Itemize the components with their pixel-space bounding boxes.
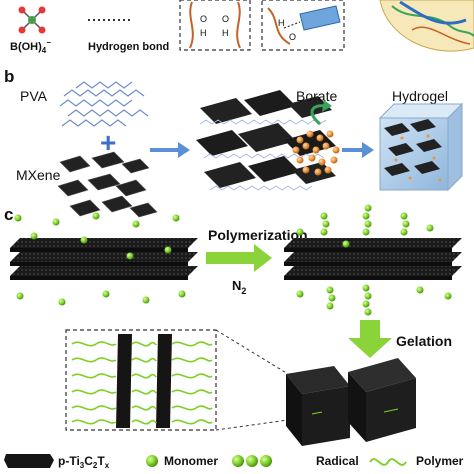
arrow-crosslink[interactable]: [342, 142, 374, 158]
oxygen-atom-label-2: O: [222, 14, 229, 24]
legend-polymer-swatch: [369, 458, 407, 466]
hydrogen-bond-label: Hydrogen bond: [88, 41, 169, 53]
zoom-line-bottom: [215, 419, 289, 431]
legend-radical-swatch: [232, 455, 272, 467]
network-chain-1: [391, 5, 474, 37]
monomer-particles-left: [14, 212, 186, 306]
oxygen-atom-label-3: O: [289, 32, 296, 42]
gelation-label: Gelation: [396, 333, 452, 349]
mxene-flake-icon: [299, 5, 341, 31]
arrow-mix[interactable]: [150, 142, 190, 158]
borate-arrowhead: [322, 100, 332, 112]
hydrogen-atom-label-2: H: [222, 28, 229, 38]
pva-label: PVA: [20, 88, 48, 104]
pva-chain-right: [236, 1, 241, 49]
plus-icon: +: [100, 127, 116, 158]
legend-monomer-label: Monomer: [164, 454, 218, 468]
panel-c: c Polymerization N2: [4, 204, 464, 470]
zoom-inset-box: [65, 329, 217, 431]
panel-c-letter: c: [4, 205, 13, 224]
legend-polymer-label: Polymer: [416, 454, 464, 468]
polymerization-arrow[interactable]: [206, 244, 272, 272]
hbond-dotted-line: [283, 21, 301, 29]
inset-mxene-sheets: [116, 334, 172, 428]
legend: p-Ti3C2Tx Monomer Radical Polymer: [4, 454, 464, 470]
borate-particles: [292, 130, 340, 176]
legend-mxene-swatch: [4, 454, 54, 468]
polymerization-label: Polymerization: [208, 227, 308, 243]
oxygen-atom-label: O: [200, 14, 207, 24]
inset-polymer-chains: [71, 341, 213, 425]
legend-mxene-label: p-Ti3C2Tx: [58, 454, 110, 470]
pva-chain-box2: [267, 7, 291, 45]
borate-molecule-icon: [18, 6, 46, 34]
mxene-flakes-icon: [57, 151, 158, 218]
hydroxyl-detail-box: [179, 0, 251, 51]
hydrogel-cube: [378, 102, 464, 192]
borate-formula-label: B(OH)4−: [10, 38, 51, 55]
legend-monomer-swatch: [146, 455, 158, 467]
hydrogen-atom-label-3: H: [278, 18, 285, 28]
pva-chains-icon: [59, 81, 149, 127]
panel-b: b PVA MXene +: [4, 67, 464, 218]
mxene-label: MXene: [16, 167, 61, 183]
nitrogen-gas-label: N2: [232, 278, 246, 296]
panel-a: B(OH)4− Hydrogen bond O H O H H O: [10, 0, 474, 55]
hydrogel-label: Hydrogel: [392, 88, 448, 104]
borate-curved-arrow: [310, 104, 327, 126]
pva-chain-left: [189, 1, 194, 49]
gelation-arrow[interactable]: [348, 320, 392, 358]
zoom-line-top: [215, 329, 289, 375]
legend-radical-label: Radical: [316, 454, 359, 468]
network-chain-2: [399, 0, 467, 25]
hydrogel-cube-left: [286, 366, 350, 446]
network-chain-3: [411, 26, 471, 45]
mxene-stack-right: [284, 238, 462, 280]
hydrogen-atom-label: H: [200, 28, 207, 38]
borate-label: Borate: [296, 88, 337, 104]
pva-mxene-composite: [196, 90, 336, 191]
hbond-detail-box: [261, 0, 345, 51]
hydrogel-cube-right: [348, 358, 416, 442]
polymer-chains-grown: [296, 204, 452, 316]
mxene-stack-left: [10, 238, 198, 280]
panel-b-letter: b: [4, 67, 14, 86]
